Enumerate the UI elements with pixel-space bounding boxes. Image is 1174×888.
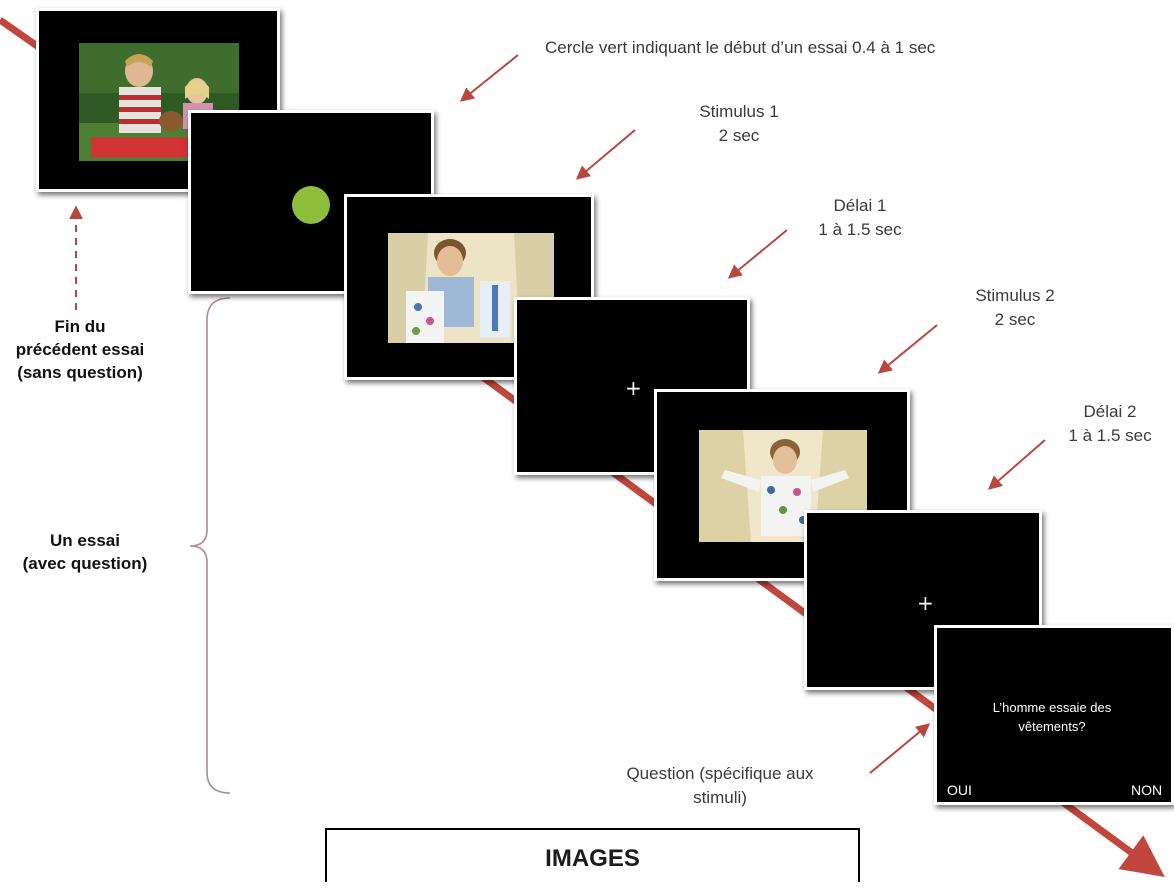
label-one-trial: Un essai (avec question): [22, 531, 148, 573]
fixation-cross: +: [625, 376, 642, 400]
fixation-cross: +: [917, 591, 934, 615]
label-delai-2: Délai 2 1 à 1.5 sec: [1068, 402, 1152, 445]
answer-non: NON: [1131, 782, 1163, 798]
screen-question: L’homme essaie des vêtements? OUI NON: [934, 625, 1174, 805]
green-circle: [292, 186, 330, 224]
stimulus1-arrow: [575, 129, 636, 180]
question-arrow: [869, 723, 931, 774]
label-stimulus-2: Stimulus 2 2 sec: [975, 286, 1055, 329]
label-previous-trial: Fin du précédent essai (sans question): [15, 317, 145, 382]
delai2-arrow: [987, 439, 1046, 490]
label-question: Question (spécifique aux stimuli): [626, 764, 814, 807]
label-delai-1: Délai 1 1 à 1.5 sec: [818, 196, 902, 239]
delai1-arrow: [727, 229, 788, 279]
label-cercle: Cercle vert indiquant le début d’un essa…: [545, 38, 936, 57]
trial-bracket: [189, 297, 231, 794]
label-stimulus-1: Stimulus 1 2 sec: [699, 102, 779, 145]
images-title-box: IMAGES: [325, 828, 860, 882]
answer-oui: OUI: [947, 782, 972, 798]
stimulus2-arrow: [877, 324, 938, 374]
question-text: L’homme essaie des vêtements?: [992, 700, 1112, 734]
timeline-arrow-start: [0, 17, 43, 51]
cercle-arrow: [459, 54, 519, 102]
